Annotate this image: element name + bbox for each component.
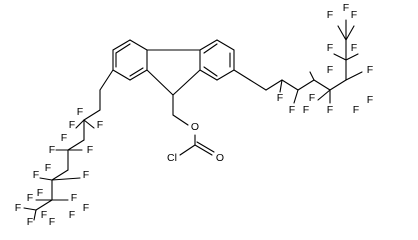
fluorine-label: F (277, 92, 283, 104)
c-f-bond (345, 53, 359, 61)
c-f-bond (333, 53, 347, 61)
right-chain-bond (265, 79, 283, 91)
fluorine-label: F (327, 104, 333, 116)
fluorine-label: F (83, 169, 89, 181)
five-ring-bond (172, 69, 201, 96)
left-chain-bond (35, 199, 53, 211)
fluorine-label: F (49, 216, 55, 228)
fluorine-label: F (351, 42, 357, 54)
c-f-bond (293, 89, 299, 104)
carbonyl-bond (194, 144, 213, 156)
fluorine-label: F (327, 42, 333, 54)
left-chain-bond (51, 169, 69, 181)
fluorine-label: F (303, 104, 309, 116)
bond-layer (23, 19, 363, 221)
c-f-bond (345, 25, 355, 41)
fluorine-label: F (27, 192, 33, 204)
fluorine-label: F (309, 92, 315, 104)
fluorine-label: F (353, 104, 359, 116)
left-aromatic-ring (112, 69, 131, 81)
carbonyl-double-bond (196, 141, 215, 153)
fluorine-label: F (69, 119, 75, 131)
fluorine-label: F (69, 209, 75, 221)
fluorine-label: F (343, 2, 349, 14)
chlorine-label: Cl (167, 152, 177, 164)
fluorine-label: F (27, 216, 33, 228)
fluorine-label: F (61, 132, 67, 144)
c-cl-bond (179, 144, 196, 156)
c-f-bond (39, 177, 53, 181)
left-chain-bond (99, 69, 114, 91)
fluorine-label: F (351, 9, 357, 21)
fluorine-label: F (71, 192, 77, 204)
c-f-bond (317, 89, 331, 101)
carbonyl-oxygen-label: O (216, 152, 224, 164)
aromatic-double-bond (115, 43, 131, 54)
right-aromatic-ring (199, 39, 218, 51)
c-f-bond (337, 25, 347, 41)
fluorine-label: F (327, 64, 333, 76)
fluorine-label: F (97, 119, 103, 131)
fluorine-label: F (367, 64, 373, 76)
left-chain-bond (83, 109, 101, 121)
fluorine-label: F (41, 209, 47, 221)
fluorine-label: F (289, 104, 295, 116)
fluorine-label: F (87, 144, 93, 156)
right-chain-bond (233, 69, 251, 81)
right-chain-bond (249, 79, 267, 91)
fluorine-label: F (49, 144, 55, 156)
fluorine-label: F (83, 202, 89, 214)
fluorine-label: F (15, 202, 21, 214)
aromatic-double-bond (203, 43, 218, 54)
fluorine-label: F (367, 94, 373, 106)
right-chain-bond (313, 79, 331, 91)
right-aromatic-ring (216, 69, 235, 81)
c-f-bond (83, 119, 95, 129)
fluorine-label: F (33, 169, 39, 181)
fluorine-label: F (327, 9, 333, 21)
ester-oxygen-label: O (191, 121, 199, 133)
fluorine-label: F (45, 162, 51, 174)
left-aromatic-ring (112, 39, 131, 51)
right-aromatic-ring (216, 39, 235, 51)
fluorine-label: F (77, 106, 83, 118)
left-chain-bond (67, 139, 85, 151)
ch2-o-bond (172, 114, 189, 126)
left-aromatic-ring (129, 39, 148, 51)
right-chain-bond (329, 79, 347, 91)
c-f-bond (279, 79, 283, 93)
c-f-bond (75, 119, 85, 129)
aromatic-double-bond (129, 67, 144, 77)
c-f-bond (33, 209, 37, 221)
left-aromatic-ring (129, 69, 148, 81)
c-f-bond (23, 207, 37, 211)
c-f-bond (309, 71, 315, 81)
c-f-bond (51, 177, 81, 181)
right-aromatic-ring (199, 69, 218, 81)
right-chain-bond (281, 79, 299, 91)
fluorine-label: F (37, 187, 43, 199)
right-chain-bond (297, 79, 315, 91)
aromatic-double-bond (203, 66, 218, 77)
c-f-bond (345, 71, 363, 81)
five-ring-bond (146, 69, 174, 96)
